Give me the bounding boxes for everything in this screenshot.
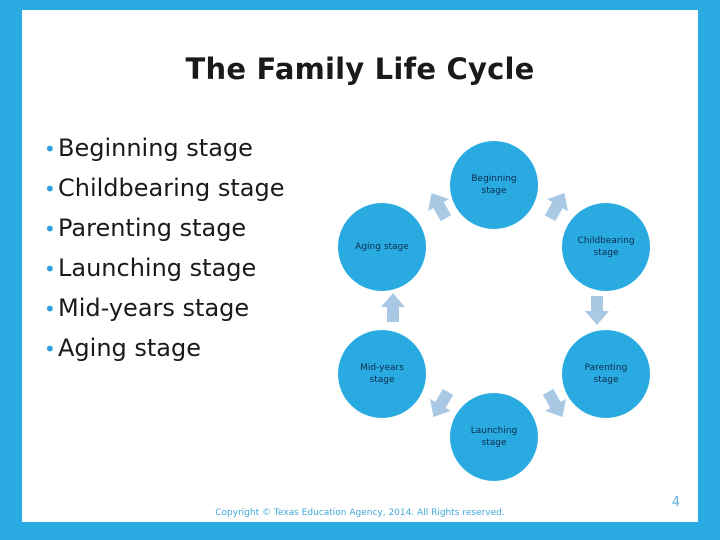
list-item-label: Childbearing stage <box>58 174 285 202</box>
cycle-arrow-icon <box>376 291 410 325</box>
cycle-node-label-line1: Launching <box>470 426 518 436</box>
cycle-node-childbearing-stage: Childbearing stage <box>562 203 650 291</box>
cycle-node-mid-years-stage: Mid-years stage <box>338 330 426 418</box>
list-item-label: Launching stage <box>58 254 257 282</box>
list-item: • Beginning stage <box>44 128 334 168</box>
cycle-node-label-line1: Aging stage <box>355 242 409 252</box>
bullet-dot-icon: • <box>44 337 56 361</box>
list-item-label: Beginning stage <box>58 134 253 162</box>
page-title: The Family Life Cycle <box>185 52 535 86</box>
list-item: • Mid-years stage <box>44 288 334 328</box>
cycle-node-label-line1: Parenting <box>584 363 628 373</box>
cycle-node-label-line2: stage <box>593 248 619 258</box>
list-item: • Aging stage <box>44 328 334 368</box>
list-item: • Childbearing stage <box>44 168 334 208</box>
bullet-dot-icon: • <box>44 177 56 201</box>
list-item-label: Aging stage <box>58 334 202 362</box>
list-item: • Launching stage <box>44 248 334 288</box>
cycle-node-label-line2: stage <box>593 375 619 385</box>
cycle-node-label-line1: Mid-years <box>360 363 404 373</box>
cycle-node-launching-stage: Launching stage <box>450 393 538 481</box>
list-item-label: Mid-years stage <box>58 294 250 322</box>
cycle-arrow-icon <box>532 381 578 427</box>
cycle-node-label: Aging stage <box>351 241 413 253</box>
cycle-node-label: Beginning stage <box>467 173 520 197</box>
copyright-notice: Copyright © Texas Education Agency, 2014… <box>215 508 505 518</box>
cycle-node-label: Launching stage <box>467 425 522 449</box>
cycle-arrow-icon <box>416 183 462 229</box>
cycle-node-parenting-stage: Parenting stage <box>562 330 650 418</box>
cycle-node-label-line2: stage <box>481 186 507 196</box>
list-item: • Parenting stage <box>44 208 334 248</box>
stage-bullet-list: • Beginning stage • Childbearing stage •… <box>44 128 334 368</box>
cycle-node-label-line1: Beginning <box>471 174 517 184</box>
bullet-dot-icon: • <box>44 137 56 161</box>
bullet-dot-icon: • <box>44 297 56 321</box>
page-number: 4 <box>671 495 680 510</box>
cycle-arrow-icon <box>580 293 614 327</box>
cycle-arrow-icon <box>418 381 464 427</box>
cycle-node-label-line2: stage <box>369 375 395 385</box>
bullet-dot-icon: • <box>44 257 56 281</box>
cycle-node-label-line1: Childbearing <box>577 236 635 246</box>
cycle-node-beginning-stage: Beginning stage <box>450 141 538 229</box>
cycle-node-aging-stage: Aging stage <box>338 203 426 291</box>
bullet-dot-icon: • <box>44 217 56 241</box>
cycle-node-label: Mid-years stage <box>356 362 408 386</box>
cycle-arrow-icon <box>534 183 580 229</box>
cycle-node-label: Childbearing stage <box>573 235 638 259</box>
slide-canvas: The Family Life Cycle • Beginning stage … <box>22 10 698 522</box>
cycle-node-label-line2: stage <box>481 438 507 448</box>
list-item-label: Parenting stage <box>58 214 247 242</box>
cycle-node-label: Parenting stage <box>581 362 632 386</box>
family-life-cycle-diagram: Beginning stage Childbearing stage Paren… <box>312 135 682 485</box>
